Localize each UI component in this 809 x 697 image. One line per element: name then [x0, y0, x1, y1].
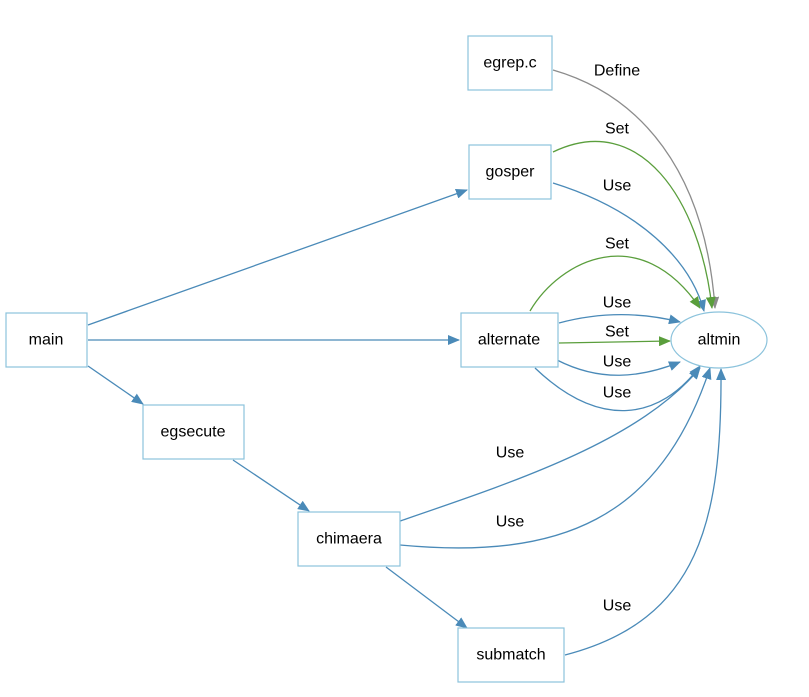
edge-alternate-to-altmin-use	[558, 313, 681, 325]
edge-main-to-gosper-call	[87, 188, 468, 326]
node-altmin[interactable]: altmin	[670, 311, 768, 369]
edge-label-use: Use	[603, 385, 632, 402]
nodes-layer: egrep.c gosper main alternate altmin egs…	[5, 35, 768, 683]
edges-layer	[87, 69, 727, 656]
edge-gosper-to-altmin-use	[552, 182, 706, 312]
edge-label-use: Use	[603, 178, 632, 195]
edge-label-use: Use	[603, 295, 632, 312]
edge-label-set: Set	[605, 324, 630, 341]
edge-chimaera-to-submatch-call	[385, 566, 468, 629]
edge-alternate-to-altmin-set	[529, 255, 701, 312]
node-label-submatch: submatch	[476, 647, 545, 664]
edge-label-define: Define	[594, 63, 640, 80]
edge-gosper-to-altmin-set	[552, 140, 716, 309]
node-label-main: main	[29, 332, 64, 349]
edge-main-to-egsecute-call	[87, 365, 144, 405]
edge-alternate-to-altmin-set	[558, 336, 671, 347]
node-submatch[interactable]: submatch	[457, 627, 565, 683]
edge-alternate-to-altmin-use	[534, 365, 701, 412]
edge-label-use: Use	[603, 598, 632, 615]
edge-submatch-to-altmin-use	[564, 368, 727, 656]
edge-label-use: Use	[496, 445, 525, 462]
edge-label-set: Set	[605, 236, 630, 253]
edge-chimaera-to-altmin-use	[399, 367, 712, 549]
node-chimaera[interactable]: chimaera	[297, 511, 401, 567]
edge-label-set: Set	[605, 121, 630, 138]
node-alternate[interactable]: alternate	[460, 312, 559, 368]
edge-alternate-to-altmin-use	[556, 359, 681, 376]
edge-label-use: Use	[496, 514, 525, 531]
edge-egrep-c-to-altmin-define	[552, 69, 720, 309]
edge-label-use: Use	[603, 354, 632, 371]
node-label-altmin: altmin	[698, 332, 741, 349]
node-gosper[interactable]: gosper	[468, 144, 552, 200]
node-label-chimaera: chimaera	[316, 531, 382, 548]
node-label-egrep-c: egrep.c	[483, 55, 536, 72]
node-egrep-c[interactable]: egrep.c	[467, 35, 553, 91]
node-egsecute[interactable]: egsecute	[142, 404, 245, 460]
edge-chimaera-to-altmin-use	[399, 367, 701, 522]
node-label-alternate: alternate	[478, 332, 540, 349]
node-label-gosper: gosper	[486, 164, 536, 181]
node-main[interactable]: main	[5, 312, 88, 368]
edge-egsecute-to-chimaera-call	[232, 459, 310, 512]
node-label-egsecute: egsecute	[161, 424, 226, 441]
